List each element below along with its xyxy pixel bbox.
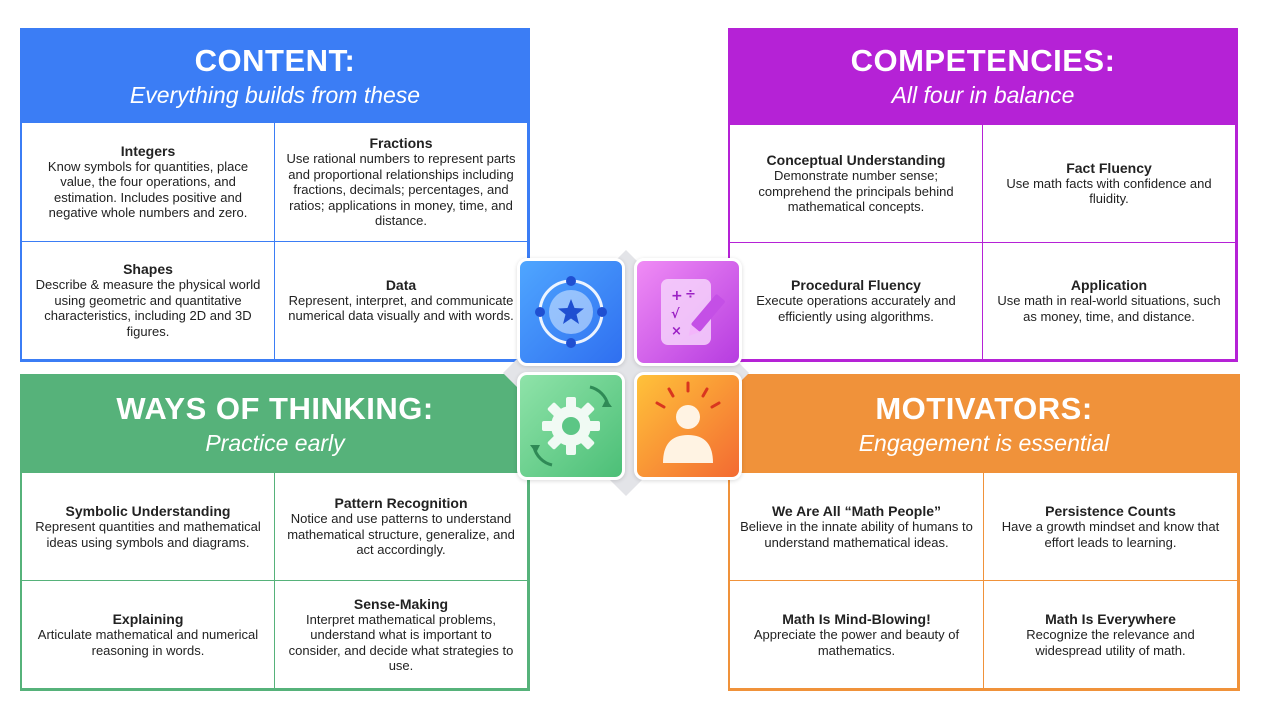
content-title: CONTENT: <box>194 43 356 78</box>
content-grid: Integers Know symbols for quantities, pl… <box>22 123 528 360</box>
competencies-header: COMPETENCIES: All four in balance <box>730 30 1236 125</box>
content-cell-integers: Integers Know symbols for quantities, pl… <box>22 123 275 242</box>
cell-title: Fact Fluency <box>1066 159 1152 176</box>
motivators-subtitle: Engagement is essential <box>858 430 1110 456</box>
ways-header: WAYS OF THINKING: Practice early <box>22 376 528 473</box>
competencies-cell-application: Application Use math in real-world situa… <box>983 242 1236 360</box>
motivators-header: MOTIVATORS: Engagement is essential <box>730 376 1238 473</box>
cell-desc: Know symbols for quantities, place value… <box>47 158 249 221</box>
competencies-tile: + ÷ √ × <box>634 258 742 366</box>
ways-cell-symbolic: Symbolic Understanding Represent quantit… <box>22 473 275 581</box>
content-header: CONTENT: Everything builds from these <box>22 30 528 123</box>
ways-cell-pattern: Pattern Recognition Notice and use patte… <box>275 473 528 581</box>
ways-cell-sense-making: Sense-Making Interpret mathematical prob… <box>275 581 528 689</box>
ways-tile <box>517 372 625 480</box>
content-cell-fractions: Fractions Use rational numbers to repres… <box>275 123 528 242</box>
cell-desc: Execute operations accurately and effici… <box>756 293 956 324</box>
cell-title: Fractions <box>369 135 433 151</box>
motivators-cell-everywhere: Math Is Everywhere Recognize the relevan… <box>984 581 1238 689</box>
motivators-title: MOTIVATORS: <box>875 391 1093 426</box>
competencies-panel: COMPETENCIES: All four in balance Concep… <box>728 28 1238 362</box>
competencies-cell-conceptual: Conceptual Understanding Demonstrate num… <box>730 125 983 243</box>
cell-title: Integers <box>120 142 176 159</box>
competencies-subtitle: All four in balance <box>891 82 1075 108</box>
motivators-cell-persistence: Persistence Counts Have a growth mindset… <box>984 473 1238 581</box>
cell-title: Explaining <box>112 611 184 627</box>
svg-text:√: √ <box>671 307 680 322</box>
ways-grid: Symbolic Understanding Represent quantit… <box>22 473 528 689</box>
cell-title: Sense-Making <box>353 595 449 612</box>
cell-desc: Appreciate the power and beauty of mathe… <box>753 627 960 658</box>
cell-title: Shapes <box>123 261 173 278</box>
motivators-tile <box>634 372 742 480</box>
motivators-cell-math-people: We Are All “Math People” Believe in the … <box>730 473 984 581</box>
cell-desc: Use math in real-world situations, such … <box>997 293 1221 324</box>
svg-text:×: × <box>671 324 682 339</box>
competencies-grid: Conceptual Understanding Demonstrate num… <box>730 125 1236 360</box>
content-subtitle: Everything builds from these <box>129 82 421 108</box>
star-orbit-icon <box>535 276 607 348</box>
cell-desc: Use rational numbers to represent parts … <box>286 151 516 228</box>
cell-desc: Notice and use patterns to understand ma… <box>287 511 515 558</box>
cell-desc: Articulate mathematical and numerical re… <box>37 627 259 658</box>
cell-title: Symbolic Understanding <box>65 503 231 519</box>
person-idea-icon <box>655 381 721 463</box>
competencies-cell-fact-fluency: Fact Fluency Use math facts with confide… <box>983 125 1236 243</box>
cell-desc: Use math facts with confidence and fluid… <box>1006 175 1212 207</box>
gear-cycle-icon <box>530 385 612 467</box>
svg-text:+: + <box>671 288 683 304</box>
content-tile <box>517 258 625 366</box>
content-cell-shapes: Shapes Describe & measure the physical w… <box>22 241 275 360</box>
cell-title: We Are All “Math People” <box>771 503 942 519</box>
cell-title: Math Is Mind-Blowing! <box>782 611 931 627</box>
cell-desc: Describe & measure the physical world us… <box>35 277 261 339</box>
ways-subtitle: Practice early <box>205 430 345 456</box>
math-worksheet-pencil-icon: + ÷ √ × <box>661 279 725 345</box>
svg-text:÷: ÷ <box>685 287 696 302</box>
cell-desc: Represent quantities and mathematical id… <box>35 519 261 550</box>
cell-title: Persistence Counts <box>1045 503 1176 519</box>
cell-title: Application <box>1070 277 1148 294</box>
motivators-cell-mind-blowing: Math Is Mind-Blowing! Appreciate the pow… <box>730 581 984 689</box>
cell-desc: Represent, interpret, and communicate nu… <box>288 292 514 324</box>
cell-desc: Have a growth mindset and know that effo… <box>1001 519 1220 550</box>
ways-title: WAYS OF THINKING: <box>116 391 434 426</box>
competencies-title: COMPETENCIES: <box>850 43 1116 78</box>
cell-title: Data <box>385 276 417 293</box>
ways-of-thinking-panel: WAYS OF THINKING: Practice early Symboli… <box>20 374 530 691</box>
motivators-panel: MOTIVATORS: Engagement is essential We A… <box>728 374 1240 691</box>
cell-title: Pattern Recognition <box>334 495 468 512</box>
cell-desc: Believe in the innate ability of humans … <box>740 519 973 550</box>
content-panel: CONTENT: Everything builds from these In… <box>20 28 530 362</box>
cell-title: Conceptual Understanding <box>766 152 946 168</box>
competencies-cell-procedural: Procedural Fluency Execute operations ac… <box>730 242 983 360</box>
motivators-grid: We Are All “Math People” Believe in the … <box>730 473 1238 689</box>
cell-desc: Interpret mathematical problems, underst… <box>288 611 514 674</box>
ways-cell-explaining: Explaining Articulate mathematical and n… <box>22 581 275 689</box>
cell-title: Procedural Fluency <box>791 277 921 294</box>
cell-title: Math Is Everywhere <box>1045 611 1176 627</box>
content-cell-data: Data Represent, interpret, and communica… <box>275 241 528 360</box>
cell-desc: Demonstrate number sense; comprehend the… <box>758 168 954 214</box>
cell-desc: Recognize the relevance and widespread u… <box>1026 627 1195 658</box>
